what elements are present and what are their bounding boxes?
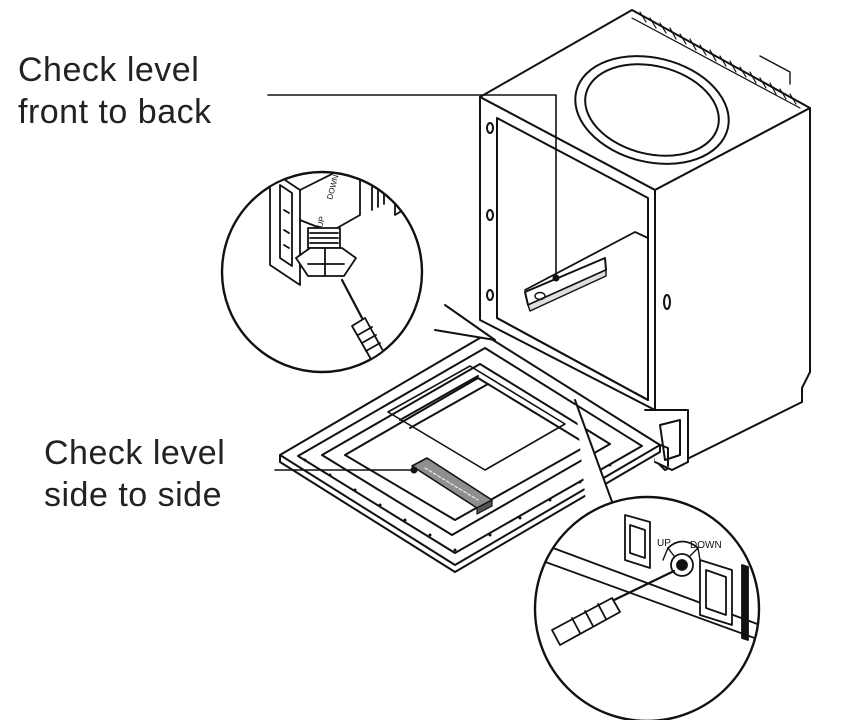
label-check-level-side-to-side: Check level side to side <box>44 432 225 516</box>
up-label: UP <box>657 538 671 549</box>
dishwasher-body <box>479 9 811 471</box>
label-side-to-side-line2: side to side <box>44 476 222 514</box>
label-front-to-back-line1: Check level <box>18 51 200 89</box>
down-label: DOWN <box>690 540 722 551</box>
label-front-to-back-line2: front to back <box>18 93 212 131</box>
leader-front-to-back <box>267 94 560 282</box>
svg-text:UP: UP <box>315 215 327 228</box>
level-side-to-side <box>411 457 493 515</box>
leader-side-to-side <box>274 466 418 474</box>
callout-wedge-top <box>434 304 496 341</box>
detail-front-leg-magnifier: UP DOWN <box>533 495 761 723</box>
dishwasher-door <box>279 334 661 573</box>
detail-rear-leg-magnifier: DOWN UP <box>220 170 424 374</box>
label-check-level-front-to-back: Check level front to back <box>18 49 212 133</box>
label-side-to-side-line1: Check level <box>44 434 226 472</box>
level-front-to-back <box>524 257 607 312</box>
